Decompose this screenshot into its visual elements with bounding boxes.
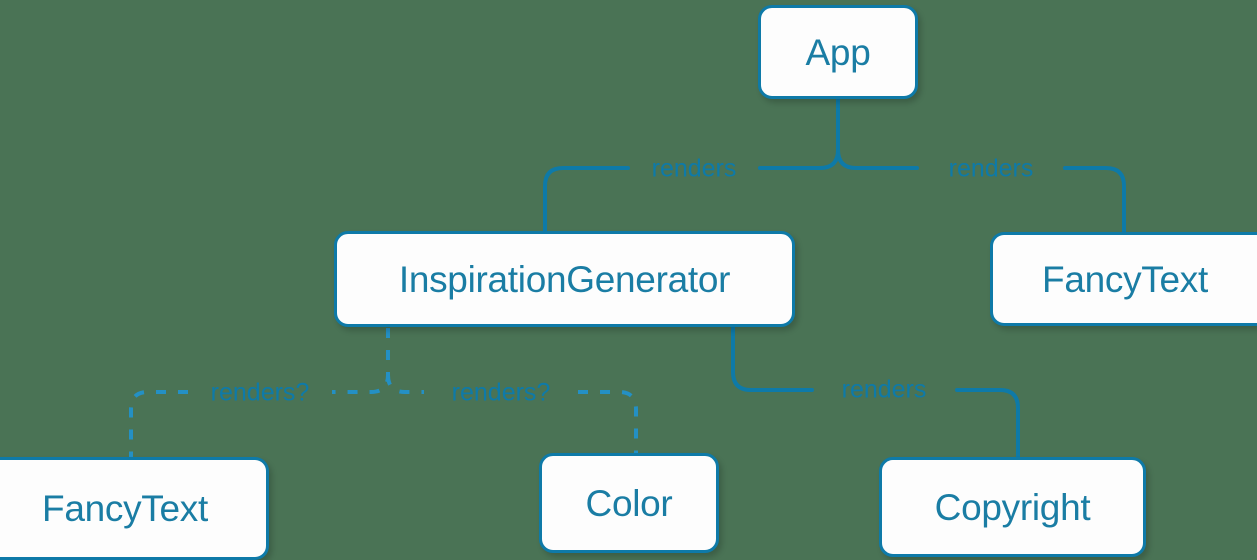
node-inspiration-generator[interactable]: InspirationGenerator [334,231,795,327]
edge-label-app-to-fancytext-right: renders [948,154,1034,183]
edge-label-inspiration-to-fancytext-left: renders? [210,378,310,407]
node-fancytext-left[interactable]: FancyText [0,457,269,560]
edge-label-app-to-inspiration: renders [651,154,737,183]
edge-app-to-fancytext-right [1063,166,1126,234]
node-copyright[interactable]: Copyright [879,457,1146,557]
node-app[interactable]: App [758,5,918,99]
edge-inspiration-to-color [578,390,638,453]
edge-app-stem [758,97,840,170]
edge-app-right-arm [836,148,919,170]
edge-inspiration-dashed-right-arm [386,374,424,394]
node-color-label: Color [585,482,673,524]
node-fancytext-right-label: FancyText [1042,258,1208,300]
node-copyright-label: Copyright [934,486,1091,528]
edge-app-to-inspiration [543,166,630,233]
node-fancytext-right[interactable]: FancyText [990,232,1257,326]
node-app-label: App [805,31,871,73]
edge-label-inspiration-to-color: renders? [451,378,551,407]
edge-inspiration-to-fancytext-left [129,390,188,457]
edge-inspiration-to-copyright [731,326,814,392]
node-inspiration-generator-label: InspirationGenerator [398,258,731,300]
node-fancytext-left-label: FancyText [42,488,208,529]
edge-inspiration-to-copyright-b [955,388,1020,459]
edge-label-inspiration-to-copyright: renders [841,375,927,404]
edge-inspiration-dashed-stem [332,328,390,394]
node-color[interactable]: Color [539,453,719,553]
